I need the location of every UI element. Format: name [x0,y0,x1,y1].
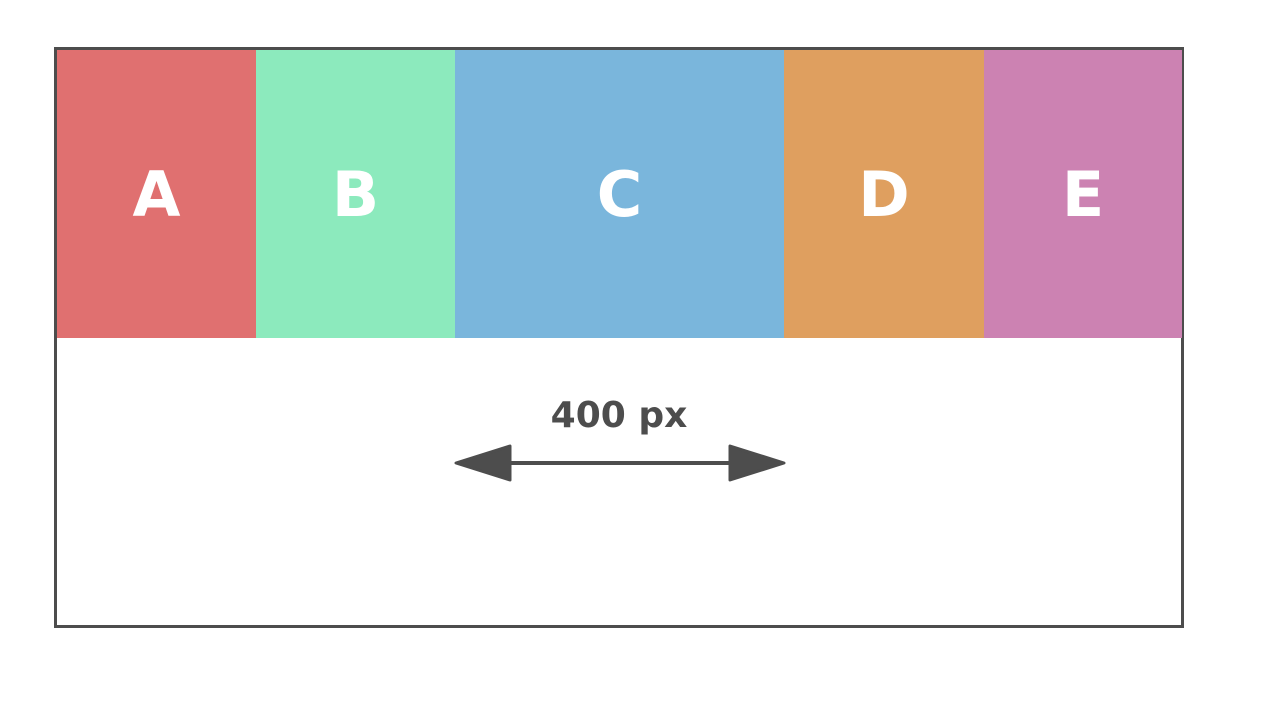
column-c-label: C [596,157,643,231]
dimension-label: 400 px [550,395,688,436]
container-frame: A B C D E 400 px [54,47,1184,628]
column-a-label: A [132,157,181,231]
column-b: B [256,50,455,338]
column-e-label: E [1061,157,1105,231]
columns-row: A B C D E [57,50,1182,338]
double-arrow-icon [454,444,786,482]
column-a: A [57,50,256,338]
column-c: C [455,50,784,338]
column-b-label: B [331,157,380,231]
column-d: D [784,50,984,338]
column-e: E [984,50,1182,338]
column-d-label: D [858,157,910,231]
